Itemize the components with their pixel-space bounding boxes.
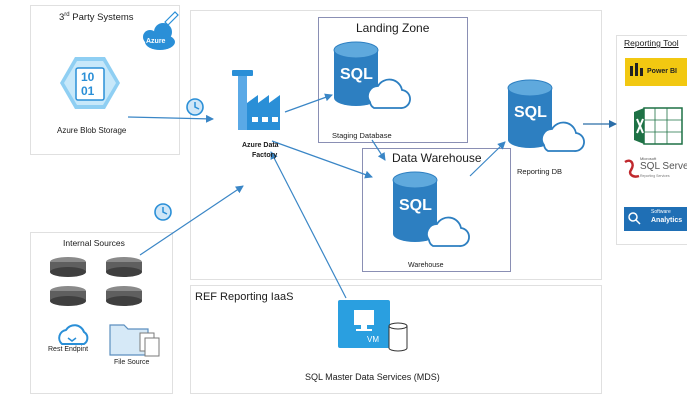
warehouse-database-icon xyxy=(392,171,470,247)
azure-data-factory-icon xyxy=(232,70,280,130)
blob-icon-text-1: 10 xyxy=(81,70,95,84)
azure-badge-label: Azure xyxy=(146,38,166,45)
excel-icon xyxy=(634,107,683,145)
internal-sources-title: Internal Sources xyxy=(63,238,125,248)
warehouse-label: Warehouse xyxy=(408,262,444,269)
adf-label-line2: Factory xyxy=(252,152,278,159)
azure-cloud-badge-icon xyxy=(143,11,179,50)
vm-text: VM xyxy=(367,335,379,344)
database-disk-icon xyxy=(50,286,86,306)
reporting-database-icon xyxy=(507,79,585,152)
virtual-machine-icon xyxy=(338,300,408,352)
adf-label-line1: Azure Data xyxy=(242,142,279,149)
sql-server-small-label: Microsoft xyxy=(640,156,657,161)
title-base: 3 xyxy=(59,12,65,24)
reporting-db-label: Reporting DB xyxy=(517,167,563,176)
schedule-clock-icon xyxy=(154,203,172,221)
ref-reporting-title: REF Reporting IaaS xyxy=(195,291,294,303)
warehouse-sql-text: SQL xyxy=(399,197,432,214)
mds-label: SQL Master Data Services (MDS) xyxy=(305,372,440,382)
powerbi-icon xyxy=(630,63,643,76)
title-rest: Party Systems xyxy=(69,12,134,24)
analytics-small-label: Software xyxy=(651,209,671,215)
reporting-tools-title: Reporting Tool xyxy=(624,38,679,48)
blob-icon-text-2: 01 xyxy=(81,84,95,98)
staging-database-label: Staging Database xyxy=(332,131,392,140)
analytics-label: Analytics xyxy=(651,217,683,224)
sql-server-sub-label: Reporting Services xyxy=(640,174,670,178)
rest-endpoint-label: Rest Endpint xyxy=(48,346,89,353)
data-warehouse-title: Data Warehouse xyxy=(392,151,482,165)
sql-server-icon xyxy=(624,159,640,178)
file-source-label: File Source xyxy=(114,359,150,366)
landing-zone-title: Landing Zone xyxy=(356,21,430,35)
flow-arrows xyxy=(127,93,617,299)
sql-server-label: SQL Server xyxy=(640,161,687,172)
analytics-tile xyxy=(624,207,687,231)
reporting-sql-text: SQL xyxy=(514,104,547,121)
rest-endpoint-cloud-icon xyxy=(58,324,89,345)
staging-sql-text: SQL xyxy=(340,66,373,83)
azure-blob-storage-label: Azure Blob Storage xyxy=(57,126,127,135)
file-source-folder-icon xyxy=(109,324,160,357)
powerbi-label: Power BI xyxy=(647,68,677,75)
database-disk-icon xyxy=(50,257,86,277)
database-disk-icon xyxy=(106,257,142,277)
schedule-clock-icon xyxy=(186,98,204,116)
azure-blob-storage-icon xyxy=(60,57,120,109)
title-superscript: rd xyxy=(64,12,70,18)
third-party-systems-title: 3rd Party Systems xyxy=(59,12,134,23)
analytics-icon xyxy=(628,212,641,225)
database-disk-icon xyxy=(106,286,142,306)
staging-database-icon xyxy=(333,41,411,109)
